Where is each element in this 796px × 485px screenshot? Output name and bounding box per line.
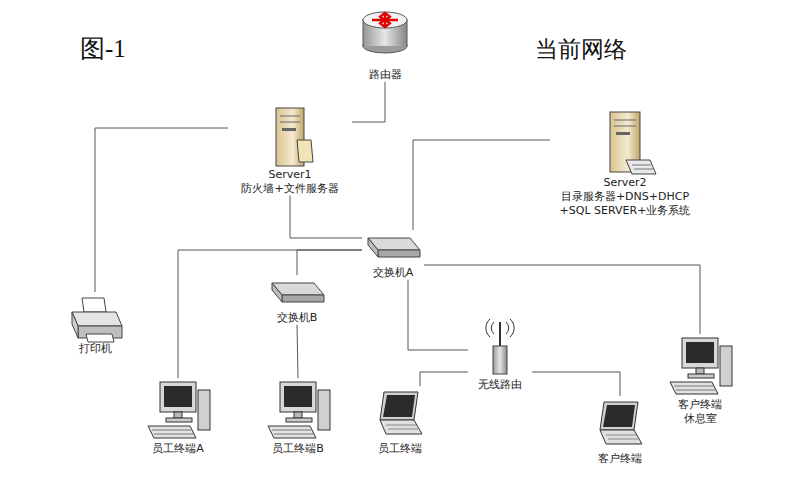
- switch-a-icon: [368, 238, 420, 257]
- device-label: 打印机: [79, 342, 112, 356]
- device-node: 路由器: [353, 6, 417, 82]
- router-icon: [363, 12, 407, 53]
- server2-icon: [610, 112, 656, 174]
- device-label: 客户终端 休息室: [674, 398, 726, 426]
- wireless-router-icon: [486, 319, 514, 374]
- network-link: [420, 372, 468, 386]
- network-link: [95, 128, 228, 292]
- laptop-icon: [380, 392, 422, 434]
- diagram-title: 当前网络: [535, 34, 627, 65]
- device-node: Server2目录服务器+DNS+DHCP +SQL SERVER+业务系统: [550, 108, 700, 217]
- network-link: [297, 325, 298, 378]
- server1-icon: [276, 108, 313, 166]
- device-label: 路由器: [369, 68, 402, 82]
- network-link: [290, 196, 362, 239]
- pc-icon: [670, 338, 732, 394]
- laptop-icon: [600, 402, 642, 444]
- device-label: 交换机A: [373, 266, 414, 280]
- network-link: [297, 250, 362, 275]
- network-link: [424, 265, 700, 334]
- device-label: 交换机B: [277, 311, 318, 325]
- network-link: [408, 280, 468, 350]
- device-label: Server1: [268, 168, 311, 182]
- device-node: 客户终端 休息室: [674, 334, 726, 426]
- device-label: 无线路由: [478, 378, 522, 392]
- network-link: [413, 140, 550, 230]
- device-node: 客户终端: [588, 396, 652, 466]
- figure-label: 图-1: [80, 32, 126, 65]
- printer-icon: [72, 298, 122, 342]
- device-label: 员工终端B: [272, 442, 324, 456]
- device-node: 交换机A: [362, 230, 424, 280]
- device-node: 打印机: [64, 292, 126, 356]
- device-node: 员工终端B: [265, 378, 331, 456]
- pc-icon: [148, 382, 210, 438]
- device-description: 防火墙+文件服务器: [241, 182, 338, 196]
- switch-b-icon: [272, 283, 324, 302]
- network-link: [532, 372, 620, 396]
- device-node: 员工终端A: [145, 378, 211, 456]
- device-label: 客户终端: [598, 452, 642, 466]
- device-description: 目录服务器+DNS+DHCP +SQL SERVER+业务系统: [550, 190, 700, 218]
- device-node: 无线路由: [468, 316, 532, 392]
- device-node: Server1防火墙+文件服务器: [228, 104, 352, 196]
- device-node: 交换机B: [266, 275, 328, 325]
- pc-icon: [268, 382, 330, 438]
- device-label: 员工终端A: [152, 442, 204, 456]
- device-label: Server2: [603, 176, 646, 190]
- network-link: [178, 250, 362, 378]
- network-link: [352, 82, 385, 122]
- device-node: 员工终端: [368, 386, 432, 456]
- device-label: 员工终端: [378, 442, 422, 456]
